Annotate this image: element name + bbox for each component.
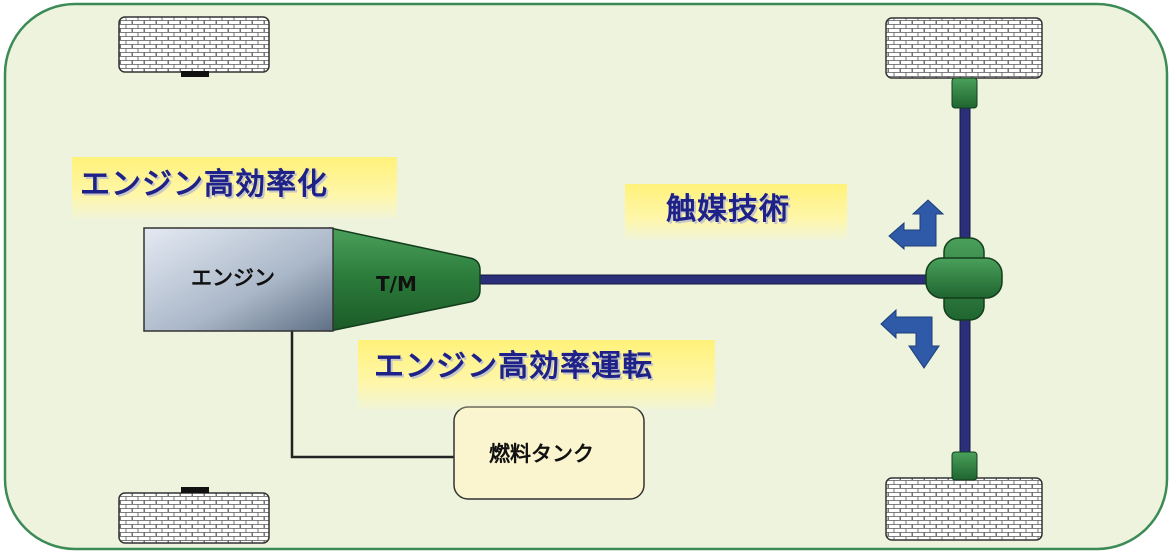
rear-left-wheel [118,487,270,544]
upper-axle-hub [951,77,978,109]
engine-block [143,227,334,332]
efficient-operation-banner [358,340,715,410]
exhaust-arrow-down-icon [880,308,940,369]
differential [925,237,1003,321]
propeller-shaft [478,274,930,285]
fuel-line [290,330,455,459]
fuel-tank-label: 燃料タンク [489,442,594,466]
engine-efficiency-label: エンジン高効率化 [80,167,328,202]
lower-axle-hub [951,451,978,481]
rear-right-wheel [885,477,1043,541]
engine-efficiency-banner [72,157,397,219]
front-left-wheel [118,16,270,77]
engine-label: エンジン [191,266,275,290]
transmission-label: T/M [376,272,417,296]
exhaust-arrow-up-icon [888,199,945,251]
transmission [329,227,481,332]
efficient-operation-label: エンジン高効率運転 [374,349,653,384]
catalyst-label: 触媒技術 [666,192,790,227]
catalyst-banner [625,184,847,240]
front-right-wheel [885,17,1043,79]
